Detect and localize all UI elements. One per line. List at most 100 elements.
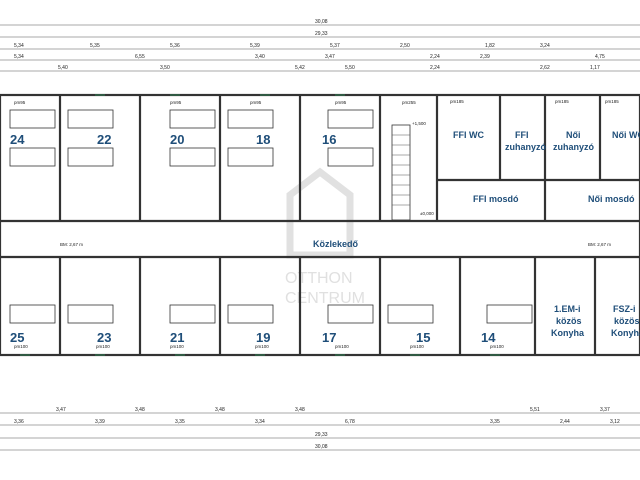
room-16-pm: pm95 [335,100,347,105]
room-20-number: 20 [170,132,184,147]
top-row3-1: 5,40 [58,65,68,71]
bottom-row2-5: 6,78 [345,419,355,425]
staircase: pm255 +1,500 ±0,000 [391,100,434,221]
top-room-20: pm95 20 [169,100,216,167]
top-dimensions: 30,08 29,33 5,34 5,35 5,36 5,39 5,37 2,5… [0,19,640,72]
top-row1-5: 5,37 [330,43,340,49]
konyha-2-line2: közös [614,316,640,326]
bottom-row1-2: 3,48 [135,407,145,413]
top-row2-6: 2,39 [480,54,490,60]
bed [169,304,216,324]
watermark-line1: OTTHON [285,270,353,287]
top-row3-4: 5,50 [345,65,355,71]
top-overall-2: 29,33 [315,31,328,37]
ffi-zuhanyzo-line1: FFI [515,130,529,140]
bottom-row2-7: 2,44 [560,419,570,425]
green-marks [20,94,500,356]
watermark-line2: CENTRUM [285,290,365,307]
bed [67,147,114,167]
bed [9,304,56,324]
service-rooms: pm185 pm185 pm185 FFI WC FFI zuhanyzó Nő… [450,99,640,204]
top-row1-2: 5,35 [90,43,100,49]
top-row2-5: 2,24 [430,54,440,60]
bottom-row2-8: 3,12 [610,419,620,425]
bed [327,304,374,324]
bed [169,147,216,167]
top-room-22: 22 [67,109,114,167]
room-17-number: 17 [322,330,336,345]
room-18-number: 18 [256,132,270,147]
bottom-row2-1: 3,36 [14,419,24,425]
bed [327,109,374,129]
top-row2-3: 3,40 [255,54,265,60]
bed [9,109,56,129]
bottom-rooms: 25 23 21 19 17 15 14 pm100 pm100 pm100 p… [9,304,640,349]
noi-zuhanyzo-line2: zuhanyzó [553,142,595,152]
room-23-number: 23 [97,330,111,345]
room-24-number: 24 [10,132,25,147]
noi-wc-label: Női WC [612,130,640,140]
room-14-number: 14 [481,330,496,345]
room-14-pm: pm100 [490,344,504,349]
top-row1-7: 1,82 [485,43,495,49]
corridor-bm-right: BM: 2,67 m [588,242,611,247]
bed [227,304,274,324]
bed [227,109,274,129]
bed [67,304,114,324]
top-overall-1: 30,08 [315,19,328,25]
noi-zuhanyzo-line1: Női [566,130,581,140]
top-room-24: pm95 24 [9,100,56,167]
room-25-pm: pm100 [14,344,28,349]
room-19-pm: pm100 [255,344,269,349]
noi-mosdo-label: Női mosdó [588,194,635,204]
room-15-number: 15 [416,330,430,345]
bed [327,147,374,167]
bed [486,304,533,324]
ffi-mosdo-label: FFI mosdó [473,194,519,204]
top-row3-6: 2,62 [540,65,550,71]
ffi-wc-label: FFI WC [453,130,484,140]
bed [387,304,434,324]
room-25-number: 25 [10,330,24,345]
room-21-number: 21 [170,330,184,345]
corridor-bm-left: BM: 2,67 m [60,242,83,247]
room-17-pm: pm100 [335,344,349,349]
watermark: OTTHON CENTRUM [285,167,365,307]
top-row1-1: 5,34 [14,43,24,49]
top-row3-2: 3,50 [160,65,170,71]
bottom-row1-4: 3,48 [295,407,305,413]
ffi-zuhanyzo-line2: zuhanyzó [505,142,547,152]
service-pm-2: pm185 [555,99,569,104]
room-15-pm: pm100 [410,344,424,349]
stair-pm: pm255 [402,100,416,105]
room-22-number: 22 [97,132,111,147]
bottom-overall-1: 29,33 [315,432,328,438]
bottom-row1-1: 3,47 [56,407,66,413]
corridor: Közlekedő BM: 2,67 m BM: 2,67 m [60,239,611,249]
top-room-16: pm95 16 [322,100,374,167]
top-row2-7: 4,75 [595,54,605,60]
top-row1-4: 5,39 [250,43,260,49]
top-room-18: pm95 18 [227,100,274,167]
top-row2-4: 3,47 [325,54,335,60]
top-row3-5: 2,24 [430,65,440,71]
konyha-1-line1: 1.EM-i [554,304,581,314]
bed [227,147,274,167]
service-pm-3: pm185 [605,99,619,104]
top-row2-1: 5,34 [14,54,24,60]
room-16-number: 16 [322,132,336,147]
bottom-dimensions: 3,47 3,48 3,48 3,48 5,51 3,37 3,36 3,39 … [0,407,640,451]
bottom-row1-3: 3,48 [215,407,225,413]
bottom-overall-2: 30,08 [315,444,328,450]
bed [9,147,56,167]
bottom-row1-6: 3,37 [600,407,610,413]
stair-level-bottom: ±0,000 [420,211,434,216]
room-23-pm: pm100 [96,344,110,349]
konyha-1-line2: közös [556,316,582,326]
bed [67,109,114,129]
walls [0,93,640,357]
service-pm-1: pm185 [450,99,464,104]
bottom-row2-4: 3,34 [255,419,265,425]
